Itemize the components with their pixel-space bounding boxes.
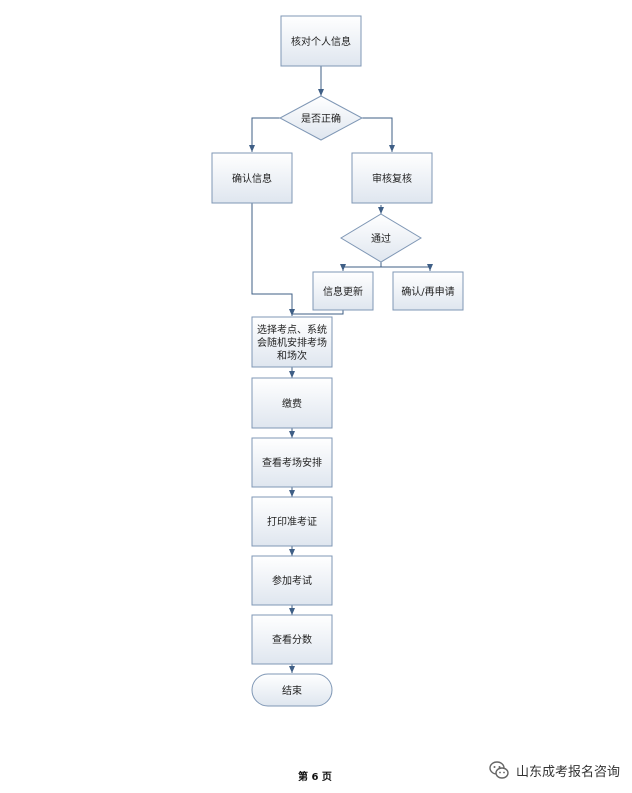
decision-is-correct-label: 是否正确 [301,112,341,125]
node-info-update: 信息更新 [312,271,374,311]
wechat-icon [488,759,510,781]
decision-pass: 通过 [340,213,422,263]
node-view-arrangement-label: 查看考场安排 [262,456,322,469]
node-take-exam: 参加考试 [251,555,333,606]
watermark: 山东成考报名咨询 [488,759,620,781]
node-print-ticket-label: 打印准考证 [267,515,317,528]
node-take-exam-label: 参加考试 [272,574,312,587]
node-view-score: 查看分数 [251,614,333,665]
decision-is-correct: 是否正确 [278,95,364,141]
arrow-update-to-select [292,310,344,315]
node-review: 审核复核 [351,152,433,204]
arrow-confirm-to-select [251,203,295,316]
node-select-site-line-3: 和场次 [277,349,307,362]
arrow-correct-to-confirm [249,117,280,152]
node-select-site-line-1: 选择考点、系统 [257,323,327,336]
node-select-site: 选择考点、系统 会随机安排考场 和场次 [251,316,333,368]
node-view-arrangement: 查看考场安排 [251,437,333,488]
node-confirm-reapply: 确认/再申请 [392,271,464,311]
watermark-text: 山东成考报名咨询 [515,764,620,780]
node-end: 结束 [251,673,333,707]
page-number: 第 6 页 [298,772,332,783]
connectors [249,66,433,673]
node-confirm-info: 确认信息 [211,152,293,204]
node-end-label: 结束 [282,684,302,697]
node-print-ticket: 打印准考证 [251,496,333,547]
node-pay-label: 缴费 [282,397,302,410]
node-select-site-line-2: 会随机安排考场 [257,336,327,349]
node-view-score-label: 查看分数 [272,633,312,646]
node-pay: 缴费 [251,377,333,429]
arrow-pass-to-reapply [381,264,433,271]
node-info-update-label: 信息更新 [323,285,363,298]
node-confirm-reapply-label: 确认/再申请 [401,285,454,298]
decision-pass-label: 通过 [371,232,391,245]
node-verify-info: 核对个人信息 [280,15,362,67]
arrow-correct-to-review [362,117,395,152]
node-verify-info-label: 核对个人信息 [291,35,351,48]
node-confirm-info-label: 确认信息 [232,172,272,185]
arrow-pass-to-update [340,262,382,271]
node-review-label: 审核复核 [372,172,412,185]
